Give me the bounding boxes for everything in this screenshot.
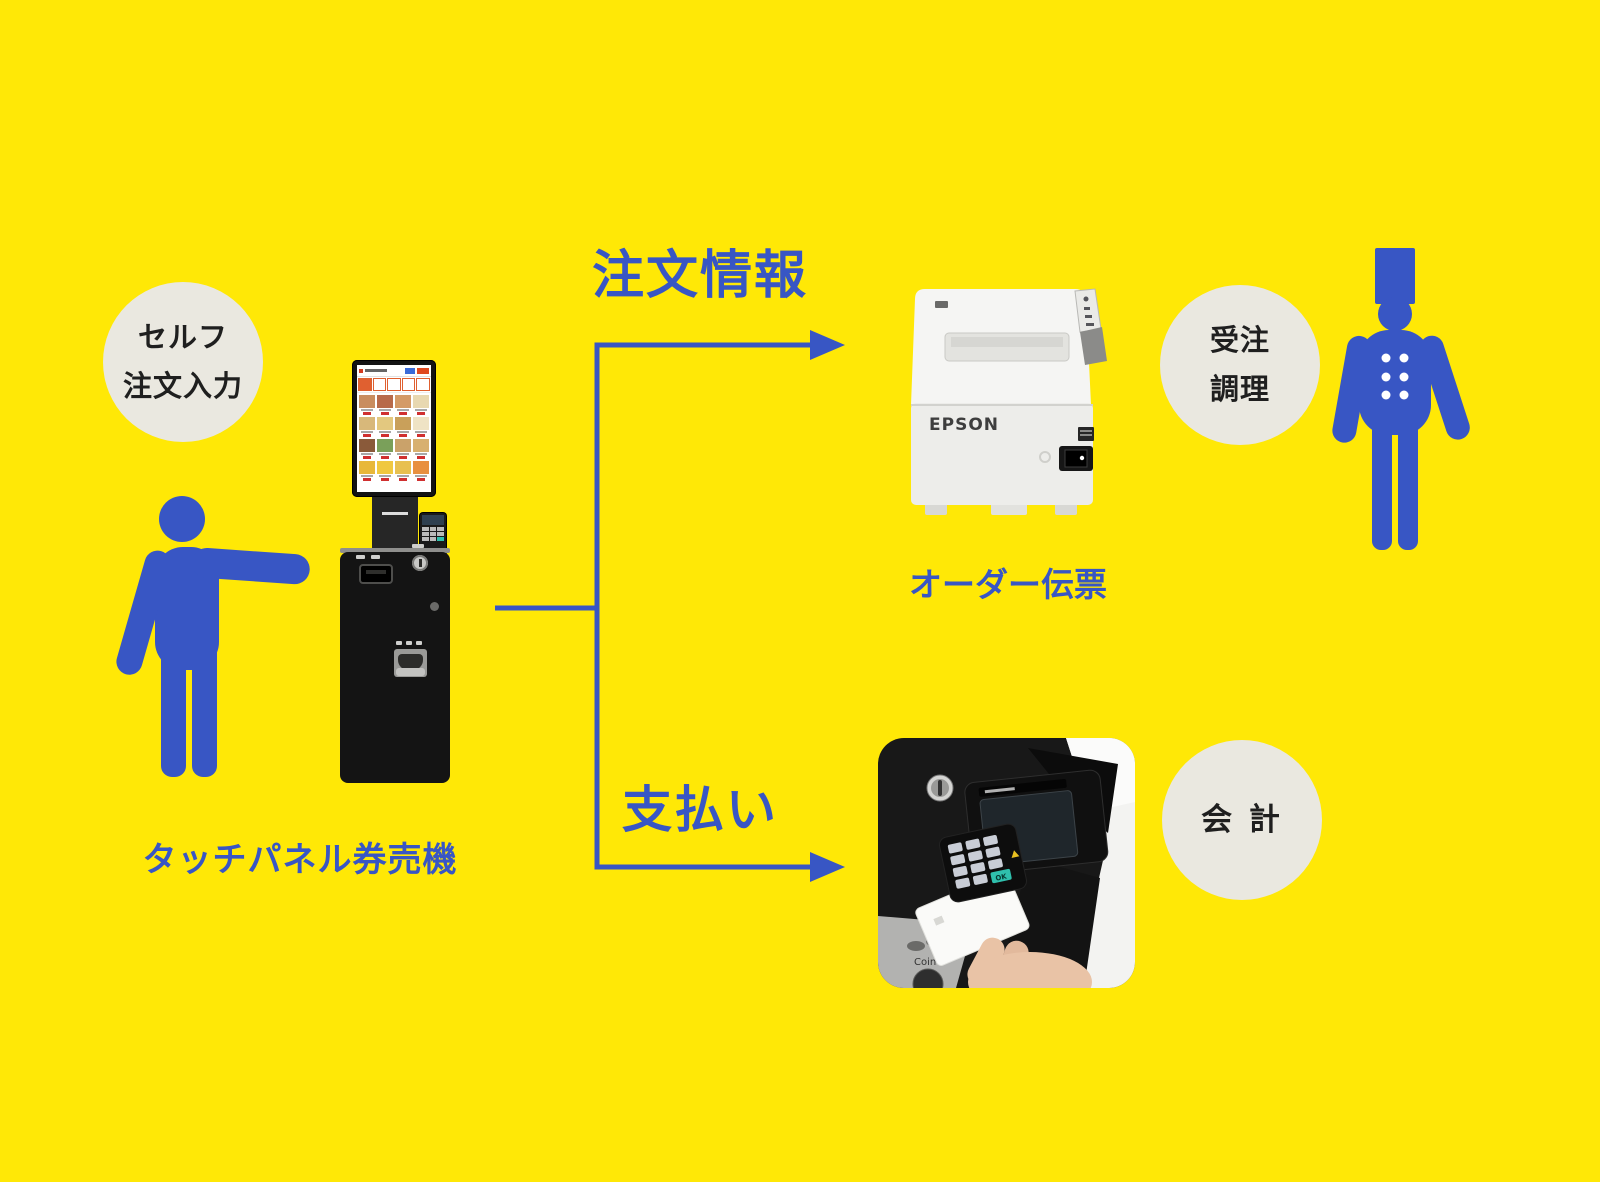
order-info-label: 注文情報 [591,246,808,306]
coin-dispenser-tray [396,668,425,676]
badge-self-order-line1: セルフ [137,319,228,354]
badge-order-cook-line2: 調理 [1209,372,1270,406]
badge-self-order-line2: 注文入力 [122,369,243,403]
coin-dispenser-opening [398,654,423,670]
kiosk-screen-logo [359,368,363,373]
kiosk-screen-header [357,365,431,377]
kiosk-caption: タッチパネル券売機 [142,840,458,880]
kiosk-keyhole [412,555,428,571]
kiosk-neck [372,497,418,553]
keyhole-icon [412,544,424,548]
ok-key-label: OK [995,872,1008,882]
bill-slot-icons [356,555,386,559]
printer-caption: オーダー伝票 [909,565,1107,604]
arrowhead-order-icon [810,330,845,360]
kiosk-body-lip [340,548,450,553]
badge-order-cook-line1: 受注 [1209,322,1270,357]
payment-label: 支払い [622,781,778,839]
bill-acceptor [359,564,393,584]
terminal-keypad [422,527,444,541]
kiosk-screen-blue-button [405,367,415,374]
terminal-screen [422,515,444,525]
connector-line-order [495,342,812,611]
printer-brand-label: EPSON [929,415,999,435]
arrowhead-payment-icon [810,852,845,882]
chef-icon [1332,248,1470,550]
payment-photo: Coin [878,738,1135,988]
receipt-printer-illustration: EPSON [911,288,1107,515]
badge-checkout: 会 計 [1162,740,1322,900]
coin-label: Coin [914,957,936,968]
badge-checkout-line1: 会 計 [1201,801,1283,838]
payment-photo-art: Coin [878,738,1135,988]
kiosk-receipt-slot [382,512,408,515]
kiosk-screen-title-bar [365,369,387,372]
kiosk-touchscreen [357,365,431,492]
kiosk-screen-tabs [357,377,431,393]
dispenser-icons [396,641,424,645]
kiosk-screen-red-button [417,367,429,374]
badge-order-cook: 受注 調理 [1160,285,1320,445]
kiosk-menu-grid [357,393,431,483]
badge-self-order: セルフ 注文入力 [103,282,263,442]
connector-line-payment [594,606,812,870]
ticket-kiosk-illustration [330,355,460,790]
customer-icon [116,496,310,777]
kiosk-screw [430,602,439,611]
